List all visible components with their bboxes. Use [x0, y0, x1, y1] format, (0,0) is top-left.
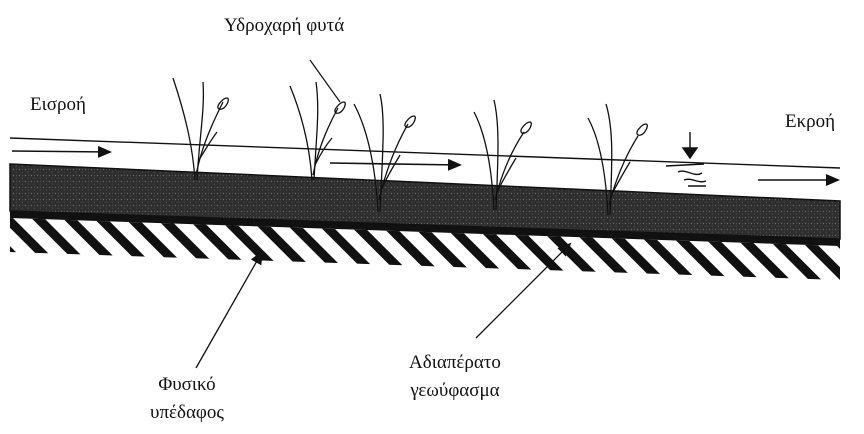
gravel-bed — [9, 163, 841, 240]
subsoil-label-line-1: Φυσικό — [158, 374, 216, 395]
natural-subsoil — [10, 218, 840, 280]
liner-leader-line — [475, 242, 572, 339]
plants-label: Υδροχαρή φυτά — [224, 15, 345, 36]
outflow-label: Εκροή — [785, 111, 836, 132]
inflow-arrow — [11, 145, 112, 158]
liner-label-line-2: γεωύφασμα — [410, 380, 500, 401]
impermeable-liner — [10, 211, 840, 246]
water-level-icon — [665, 132, 707, 187]
subsoil-label: Φυσικό υπέδαφος — [112, 374, 262, 424]
plant-1 — [172, 77, 229, 181]
inflow-label: Εισροή — [30, 94, 86, 115]
liner-label: Αδιαπέρατο γεωύφασμα — [380, 352, 530, 402]
water-surface — [9, 137, 841, 169]
plant-2 — [289, 81, 346, 181]
plants-leader-line — [309, 59, 341, 103]
subsoil-leader-line — [195, 250, 263, 369]
subsoil-label-line-2: υπέδαφος — [150, 402, 224, 423]
plant-3 — [353, 93, 416, 213]
plant-4 — [473, 99, 532, 211]
plant-5 — [587, 103, 648, 216]
liner-label-line-1: Αδιαπέρατο — [409, 352, 501, 373]
